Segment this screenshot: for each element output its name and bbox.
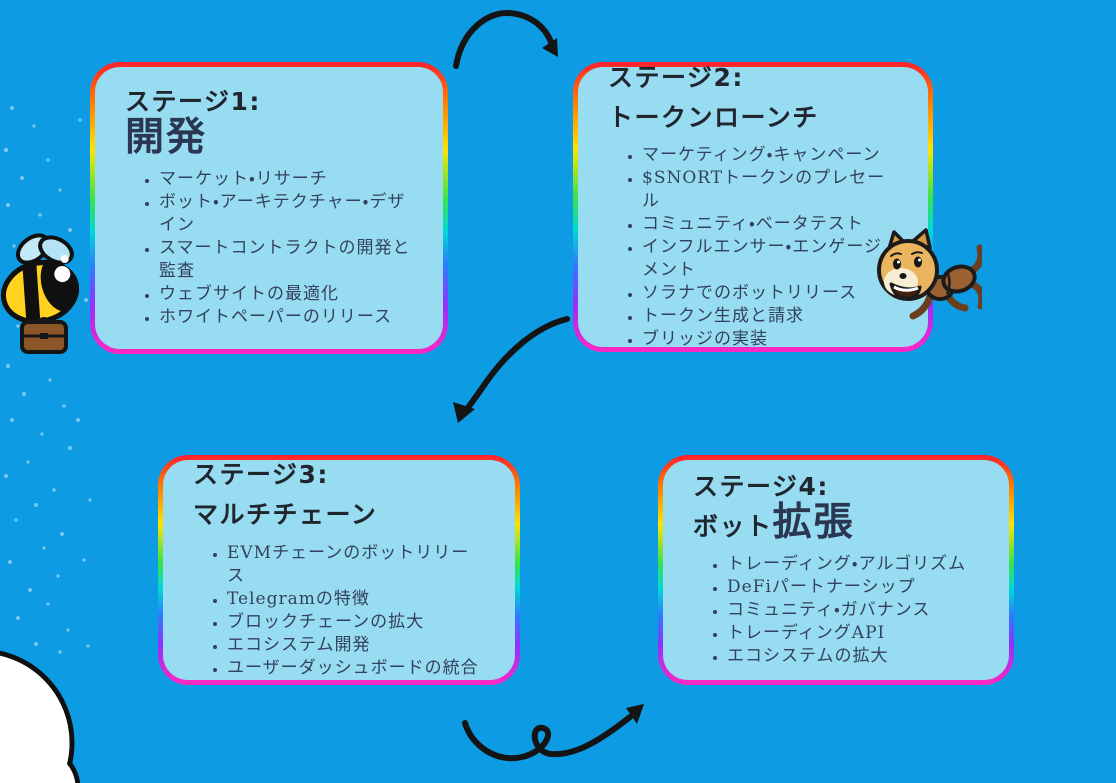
stage-item: コミュニティ・ガバナンス [727,599,979,622]
stage-3-card: ステージ3: マルチチェーン EVMチェーンのボットリリース Telegramの… [158,455,520,685]
stage-item: $SNORTトークンのプレセール [642,167,898,213]
stage-item: マーケティング・キャンペーン [642,144,898,167]
stage-item: マーケット・リサーチ [159,168,413,191]
stage-item: ユーザーダッシュボードの統合 [227,657,485,680]
stage-3-item-list: EVMチェーンのボットリリース Telegramの特徴 ブロックチェーンの拡大 … [193,542,485,680]
stage-4-item-list: トレーディング・アルゴリズム DeFiパートナーシップ コミュニティ・ガバナンス… [693,553,979,668]
stage-3-title: ステージ3: [193,460,329,490]
bee-with-briefcase-icon [0,233,83,354]
cloud-icon [0,650,81,783]
stage-item: コミュニティ・ベータテスト [642,213,898,236]
stage-item: ウェブサイトの最適化 [159,283,413,306]
stage-item: ソラナでのボットリリース [642,282,898,305]
stage-item: トレーディングAPI [727,622,979,645]
stage-item: インフルエンサー・エンゲージメント [642,236,898,282]
stage-item: DeFiパートナーシップ [727,576,979,599]
stage-2-title: ステージ2: [608,62,744,92]
arrow-stage1-to-stage2-icon [453,10,558,69]
stage-item: Telegramの特徴 [227,588,485,611]
stage-1-item-list: マーケット・リサーチ ボット・アーキテクチャー・デザイン スマートコントラクトの… [125,168,413,329]
stage-3-subtitle: マルチチェーン [193,500,378,530]
stage-4-card: ステージ4: ボット拡張 トレーディング・アルゴリズム DeFiパートナーシップ… [658,455,1014,685]
stage-item: スマートコントラクトの開発と監査 [159,237,413,283]
stage-2-item-list: マーケティング・キャンペーン $SNORTトークンのプレセール コミュニティ・ベ… [608,144,898,351]
stage-item: ホワイトペーパーのリリース [159,306,413,329]
stage-1-subtitle: 開発 [125,113,208,160]
stage-item: トークン生成と請求 [642,305,898,328]
stage-item: トレーディング・アルゴリズム [727,553,979,576]
stage-2-card: ステージ2: トークンローンチ マーケティング・キャンペーン $SNORTトーク… [573,62,933,352]
arrow-stage3-to-stage4-icon [462,704,644,762]
stage-item: エコシステム開発 [227,634,485,657]
stage-item: エコシステムの拡大 [727,645,979,668]
stage-item: ブロックチェーンの拡大 [227,611,485,634]
stage-item: ブリッジの実装 [642,328,898,351]
stage-1-title: ステージ1: [125,86,261,116]
stage-2-subtitle: トークンローンチ [608,102,819,132]
stage-4-title: ステージ4: [693,471,829,501]
arrow-stage2-to-stage3-icon [453,316,570,423]
stage-item: EVMチェーンのボットリリース [227,542,485,588]
stage-1-card: ステージ1: 開発 マーケット・リサーチ ボット・アーキテクチャー・デザイン ス… [90,62,448,354]
stage-4-subtitle: ボット拡張 [693,498,855,545]
stage-item: ボット・アーキテクチャー・デザイン [159,191,413,237]
